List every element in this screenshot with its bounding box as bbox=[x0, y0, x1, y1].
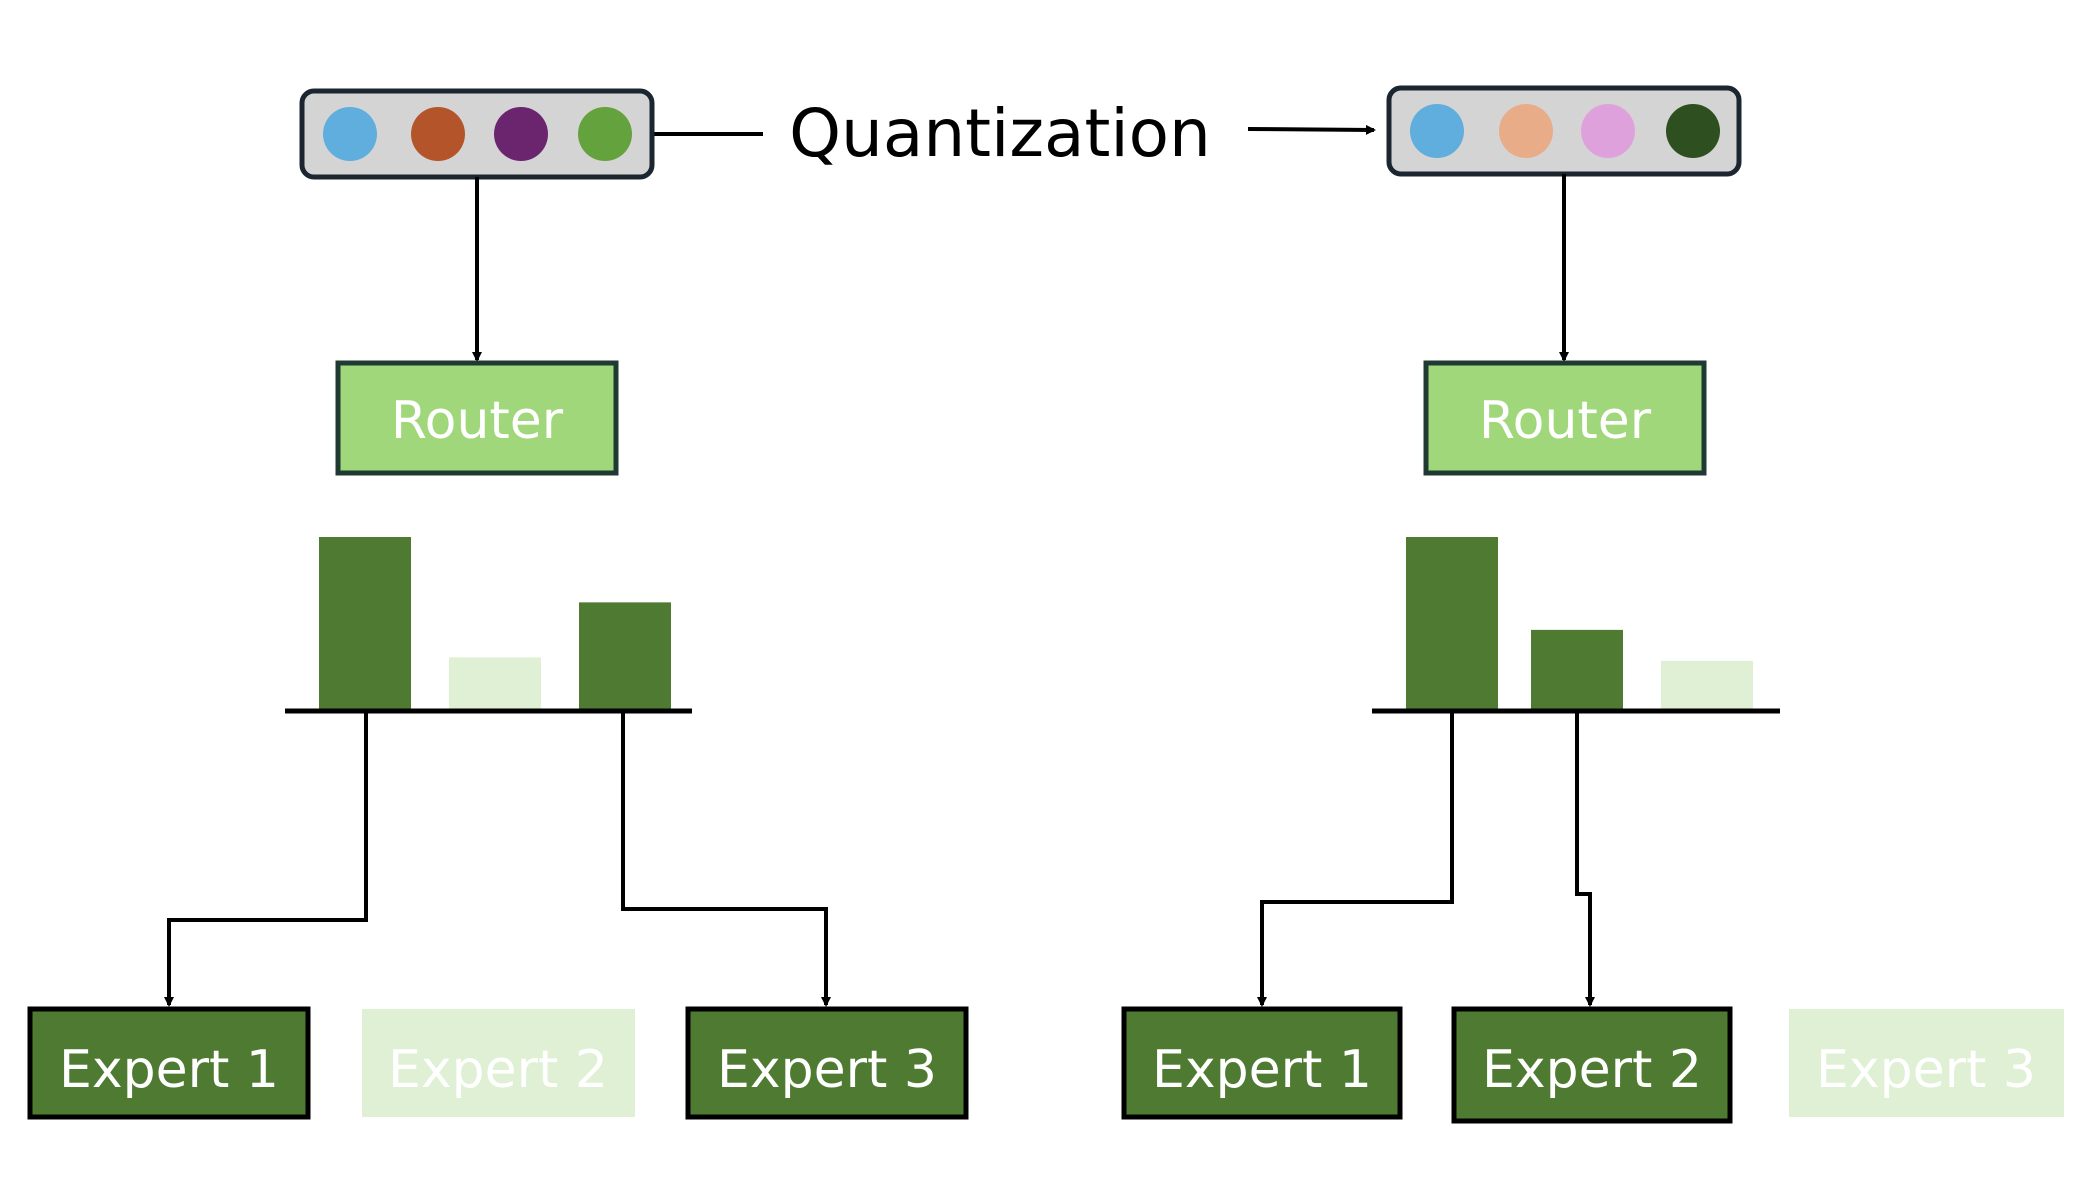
expert-1-box: Expert 1 bbox=[1121, 1006, 1403, 1120]
router-box bbox=[1423, 360, 1707, 476]
router-label: Router bbox=[1479, 391, 1652, 451]
token-dot bbox=[1581, 104, 1635, 158]
expert-1-label: Expert 1 bbox=[1152, 1040, 1372, 1100]
expert-1-label: Expert 1 bbox=[59, 1040, 279, 1100]
token-dot bbox=[494, 107, 548, 161]
token-dot bbox=[411, 107, 465, 161]
route-line-expert-1 bbox=[164, 711, 368, 1007]
token-dot bbox=[1410, 104, 1464, 158]
score-bar-expert-2 bbox=[1531, 629, 1623, 709]
router-label: Router bbox=[391, 391, 564, 451]
quantization-arrow bbox=[1247, 124, 1376, 135]
expert-1-box: Expert 1 bbox=[27, 1006, 311, 1120]
token-dot bbox=[323, 107, 377, 161]
expert-3-label: Expert 3 bbox=[717, 1040, 937, 1100]
quantization-label: Quantization bbox=[789, 95, 1211, 172]
expert-2-label: Expert 2 bbox=[1482, 1040, 1702, 1100]
token-dot bbox=[1499, 104, 1553, 158]
router-box bbox=[335, 360, 619, 476]
route-line-expert-3 bbox=[621, 711, 831, 1007]
score-bar-expert-3 bbox=[1661, 660, 1753, 709]
expert-3-box: Expert 3 bbox=[685, 1006, 969, 1120]
after-panel: Router Expert 1 Expert 2 Expert 3 bbox=[1121, 85, 2064, 1124]
expert-2-label: Expert 2 bbox=[388, 1040, 608, 1100]
score-bar-expert-1 bbox=[1406, 537, 1498, 709]
score-bar-expert-3 bbox=[579, 602, 671, 709]
expert-3-label: Expert 3 bbox=[1816, 1040, 2036, 1100]
route-line-expert-2 bbox=[1575, 711, 1595, 1007]
expert-3-box: Expert 3 bbox=[1789, 1009, 2064, 1117]
token-dot bbox=[578, 107, 632, 161]
router-score-bars bbox=[1406, 537, 1753, 709]
score-bar-expert-1 bbox=[319, 537, 411, 709]
router-score-bars bbox=[319, 537, 671, 709]
expert-2-box: Expert 2 bbox=[362, 1009, 635, 1117]
score-bar-expert-2 bbox=[449, 657, 541, 709]
route-line-expert-1 bbox=[1257, 711, 1454, 1007]
expert-2-box: Expert 2 bbox=[1451, 1006, 1733, 1124]
token-dot bbox=[1666, 104, 1720, 158]
before-panel: Router Expert 1 Expert 2 Expert 3 bbox=[27, 88, 969, 1120]
